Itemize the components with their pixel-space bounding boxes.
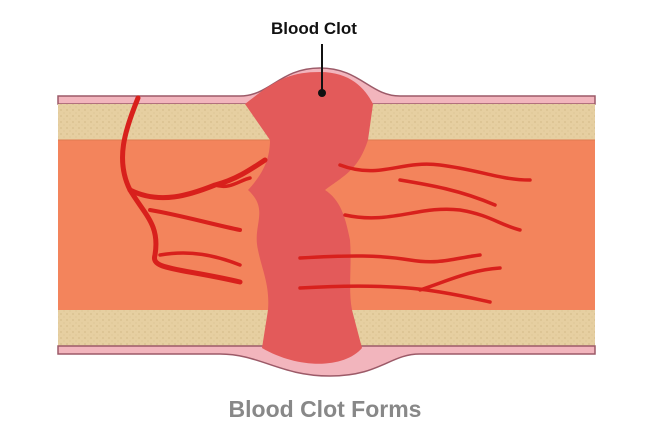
blood-clot xyxy=(245,72,373,364)
blood-vessels-right xyxy=(298,162,532,304)
blood-vessels-left xyxy=(120,95,268,285)
clot-pointer-dot xyxy=(318,89,326,97)
figure-caption: Blood Clot Forms xyxy=(228,396,422,422)
blood-clot-label: Blood Clot xyxy=(271,19,357,38)
